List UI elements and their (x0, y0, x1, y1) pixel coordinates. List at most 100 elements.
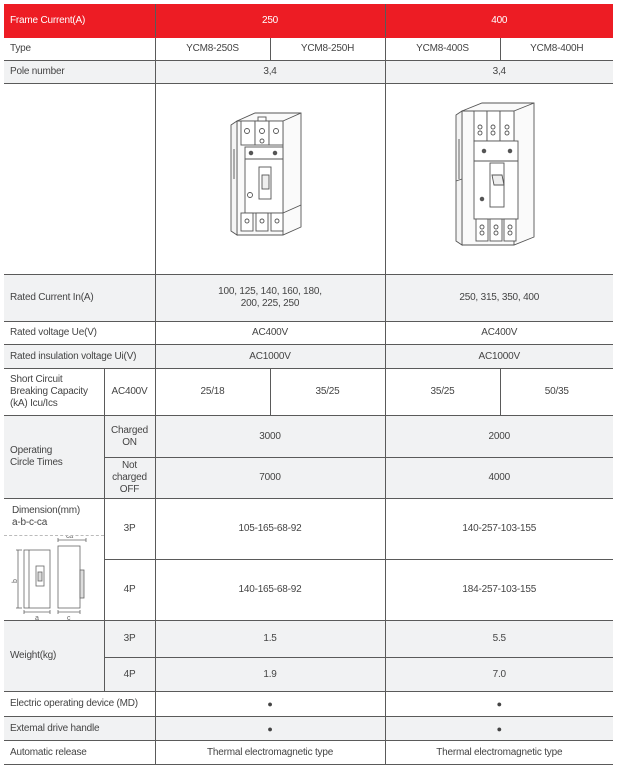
automatic-release-250: Thermal electromagnetic type (154, 740, 386, 765)
external-handle-250-dot: ● (154, 716, 386, 741)
electric-operating-400-dot: ● (384, 691, 613, 717)
short-circuit-row: Short Circuit Breaking Capacity (kA) Icu… (4, 368, 613, 416)
svg-text:b: b (12, 579, 19, 583)
weight-3p-250: 1.5 (154, 620, 386, 658)
not-charged-label-line3: OFF (119, 484, 140, 495)
dimension-3p-row: Dimension(mm) a-b-c-ca b a ca (4, 498, 613, 621)
sc-400s: 35/25 (384, 368, 501, 416)
insulation-voltage-label: Rated insulation voltage Ui(V) (4, 344, 156, 369)
dimension-label: Dimension(mm) a-b-c-ca (12, 505, 80, 529)
dimension-4p-label: 4P (104, 559, 156, 621)
electric-operating-label: Electric operating device (MD) (4, 691, 156, 717)
weight-4p-label: 4P (104, 657, 156, 692)
dimension-3p-400: 140-257-103-155 (384, 498, 613, 560)
type-label: Type (4, 37, 156, 61)
header-row: Frame Current(A) 250 400 (4, 4, 613, 38)
image-row (4, 83, 613, 275)
charged-400: 2000 (384, 415, 613, 458)
automatic-release-label: Automatic release (4, 740, 156, 765)
breaker-250-cell (154, 83, 386, 275)
charged-label-line2: ON (122, 436, 137, 448)
weight-3p-400: 5.5 (384, 620, 613, 658)
weight-4p-row: 4P 1.9 7.0 (4, 657, 613, 692)
image-label-empty (4, 83, 156, 275)
pole-250: 3,4 (154, 60, 386, 84)
sc-250s: 25/18 (154, 368, 271, 416)
pole-400: 3,4 (384, 60, 613, 84)
rated-current-250: 100, 125, 140, 160, 180, 200, 225, 250 (154, 274, 386, 322)
rated-voltage-row: Rated voltage Ue(V) AC400V AC400V (4, 321, 613, 345)
dimension-3p-label: 3P (103, 498, 156, 560)
type-row: Type YCM8-250S YCM8-250H YCM8-400S YCM8-… (4, 37, 613, 61)
dimension-label-line1: Dimension(mm) (12, 505, 80, 516)
svg-text:a: a (35, 615, 39, 620)
weight-label: Weight(kg) (4, 620, 105, 692)
rated-voltage-250: AC400V (154, 321, 386, 345)
not-charged-label-line2: charged (112, 472, 147, 483)
rated-voltage-label: Rated voltage Ue(V) (4, 321, 156, 345)
operating-label-line2: Circle Times (10, 457, 63, 468)
not-charged-400: 4000 (384, 457, 613, 499)
frame-current-label: Frame Current(A) (4, 4, 156, 38)
dimension-4p-250: 140-165-68-92 (154, 559, 386, 621)
charged-label-line1: Charged (111, 424, 148, 436)
not-charged-off-label: Not charged OFF (104, 457, 156, 499)
operating-label-line1: Operating (10, 445, 53, 456)
electric-operating-250-dot: ● (154, 691, 386, 717)
short-circuit-label-line2: Breaking Capacity (10, 386, 88, 397)
automatic-release-400: Thermal electromagnetic type (384, 740, 613, 765)
frame-250: 250 (154, 4, 386, 38)
model-400h: YCM8-400H (499, 37, 613, 61)
svg-text:c: c (67, 615, 71, 620)
rated-current-label: Rated Current In(A) (4, 274, 156, 322)
sc-250h: 35/25 (269, 368, 386, 416)
charged-on-label: Charged ON (103, 415, 156, 458)
insulation-voltage-400: AC1000V (384, 344, 613, 369)
insulation-voltage-row: Rated insulation voltage Ui(V) AC1000V A… (4, 344, 613, 369)
weight-3p-label: 3P (103, 620, 156, 658)
not-charged-label-line1: Not (122, 460, 137, 471)
short-circuit-sublabel: AC400V (103, 368, 156, 416)
pole-label: Pole number (4, 60, 156, 84)
external-handle-row: Extemal drive handle ● ● (4, 716, 613, 741)
dimension-3p-250: 105-165-68-92 (154, 498, 386, 560)
rated-current-250-line2: 200, 225, 250 (240, 298, 300, 309)
automatic-release-row: Automatic release Thermal electromagneti… (4, 740, 613, 765)
not-charged-250: 7000 (154, 457, 386, 499)
model-250h: YCM8-250H (269, 37, 386, 61)
rated-voltage-400: AC400V (384, 321, 613, 345)
rated-current-250-line1: 100, 125, 140, 160, 180, (218, 286, 322, 297)
dimension-4p-400: 184-257-103-155 (384, 559, 613, 621)
short-circuit-label: Short Circuit Breaking Capacity (kA) Icu… (4, 368, 105, 416)
external-handle-400-dot: ● (384, 716, 613, 741)
weight-4p-250: 1.9 (154, 657, 386, 692)
model-400s: YCM8-400S (384, 37, 501, 61)
operating-not-charged-row: Not charged OFF 7000 4000 (4, 457, 613, 499)
operating-charged-row: Operating Circle Times Charged ON 3000 2… (4, 415, 613, 499)
breaker-250-icon (230, 112, 302, 236)
rated-current-row: Rated Current In(A) 100, 125, 140, 160, … (4, 274, 613, 322)
operating-cycles-label: Operating Circle Times (4, 415, 105, 499)
breaker-400-icon (455, 102, 535, 246)
dimension-4p-row: 4P 140-165-68-92 184-257-103-155 (4, 559, 613, 621)
dimension-label-cell: Dimension(mm) a-b-c-ca b a ca (4, 498, 105, 621)
spec-table: Frame Current(A) 250 400 Type YCM8-250S … (4, 4, 613, 765)
dimension-diagram-icon: b a ca c (12, 536, 87, 620)
charged-250: 3000 (154, 415, 386, 458)
weight-4p-400: 7.0 (384, 657, 613, 692)
breaker-400-cell (384, 83, 613, 275)
model-250s: YCM8-250S (154, 37, 271, 61)
frame-400: 400 (384, 4, 613, 38)
pole-row: Pole number 3,4 3,4 (4, 60, 613, 84)
short-circuit-label-line1: Short Circuit (10, 374, 63, 385)
dimension-label-line2: a-b-c-ca (12, 517, 48, 528)
rated-current-400: 250, 315, 350, 400 (384, 274, 613, 322)
svg-text:ca: ca (66, 536, 73, 540)
sc-400h: 50/35 (499, 368, 613, 416)
electric-operating-row: Electric operating device (MD) ● ● (4, 691, 613, 717)
insulation-voltage-250: AC1000V (154, 344, 386, 369)
external-handle-label: Extemal drive handle (4, 716, 156, 741)
weight-3p-row: Weight(kg) 3P 1.5 5.5 (4, 620, 613, 692)
dimension-separator (4, 535, 103, 536)
short-circuit-label-line3: (kA) Icu/Ics (10, 398, 58, 409)
